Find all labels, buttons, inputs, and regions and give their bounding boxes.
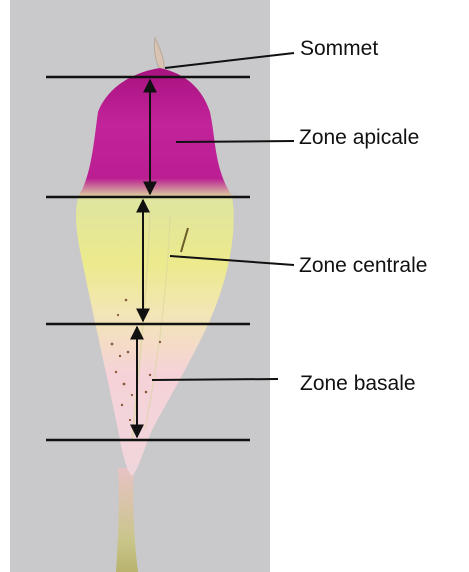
label-sommet: Sommet xyxy=(300,38,378,59)
label-zone-apicale: Zone apicale xyxy=(299,127,419,148)
leader-line-basale xyxy=(152,379,278,380)
leader-line-apicale xyxy=(176,141,294,142)
label-zone-centrale: Zone centrale xyxy=(299,255,427,276)
label-zone-basale: Zone basale xyxy=(300,373,416,394)
